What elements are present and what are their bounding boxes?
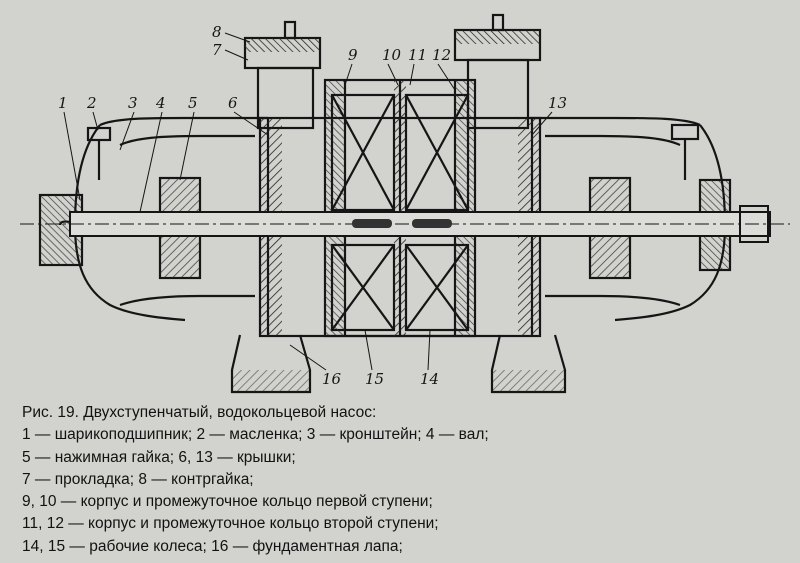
part-label: 8 <box>212 23 222 41</box>
part-label: 3 <box>128 94 138 112</box>
part-label: 2 <box>86 94 97 112</box>
part-label: 5 <box>188 94 198 112</box>
part-label: 9 <box>348 46 358 64</box>
caption-title: Рис. 19. Двухступенчатый, водокольцевой … <box>22 404 377 421</box>
part-label: 11 <box>408 46 427 64</box>
shaft <box>20 205 790 243</box>
part-label: 4 <box>155 94 166 112</box>
part-label: 7 <box>212 41 222 59</box>
caption-line: 14, 15 — рабочие колеса; 16 — фундаментн… <box>22 537 403 555</box>
part-label: 15 <box>365 370 384 388</box>
caption-line: 11, 12 — корпус и промежуточное кольцо в… <box>22 515 439 533</box>
part-label: 10 <box>382 46 402 64</box>
part-label: 16 <box>322 370 342 388</box>
leader-lines <box>63 32 553 371</box>
caption-line: 1 — шарикоподшипник; 2 — масленка; 3 — к… <box>22 426 489 444</box>
part-label: 13 <box>548 94 567 112</box>
part-label: 6 <box>228 94 238 112</box>
caption-line: 7 — прокладка; 8 — контргайка; <box>22 470 254 488</box>
part-labels: 1 2 3 4 5 6 7 8 9 10 11 12 13 14 15 16 <box>58 23 567 388</box>
caption-line: 5 — нажимная гайка; 6, 13 — крышки; <box>22 448 296 466</box>
part-label: 14 <box>420 370 439 388</box>
part-label: 12 <box>432 46 451 64</box>
part-label: 1 <box>58 94 68 112</box>
caption-line: 9, 10 — корпус и промежуточное кольцо пе… <box>22 493 433 511</box>
figure-caption: Рис. 19. Двухступенчатый, водокольцевой … <box>22 402 792 558</box>
pump-cross-section-drawing: 1 2 3 4 5 6 7 8 9 10 11 12 13 14 15 16 <box>20 13 790 394</box>
